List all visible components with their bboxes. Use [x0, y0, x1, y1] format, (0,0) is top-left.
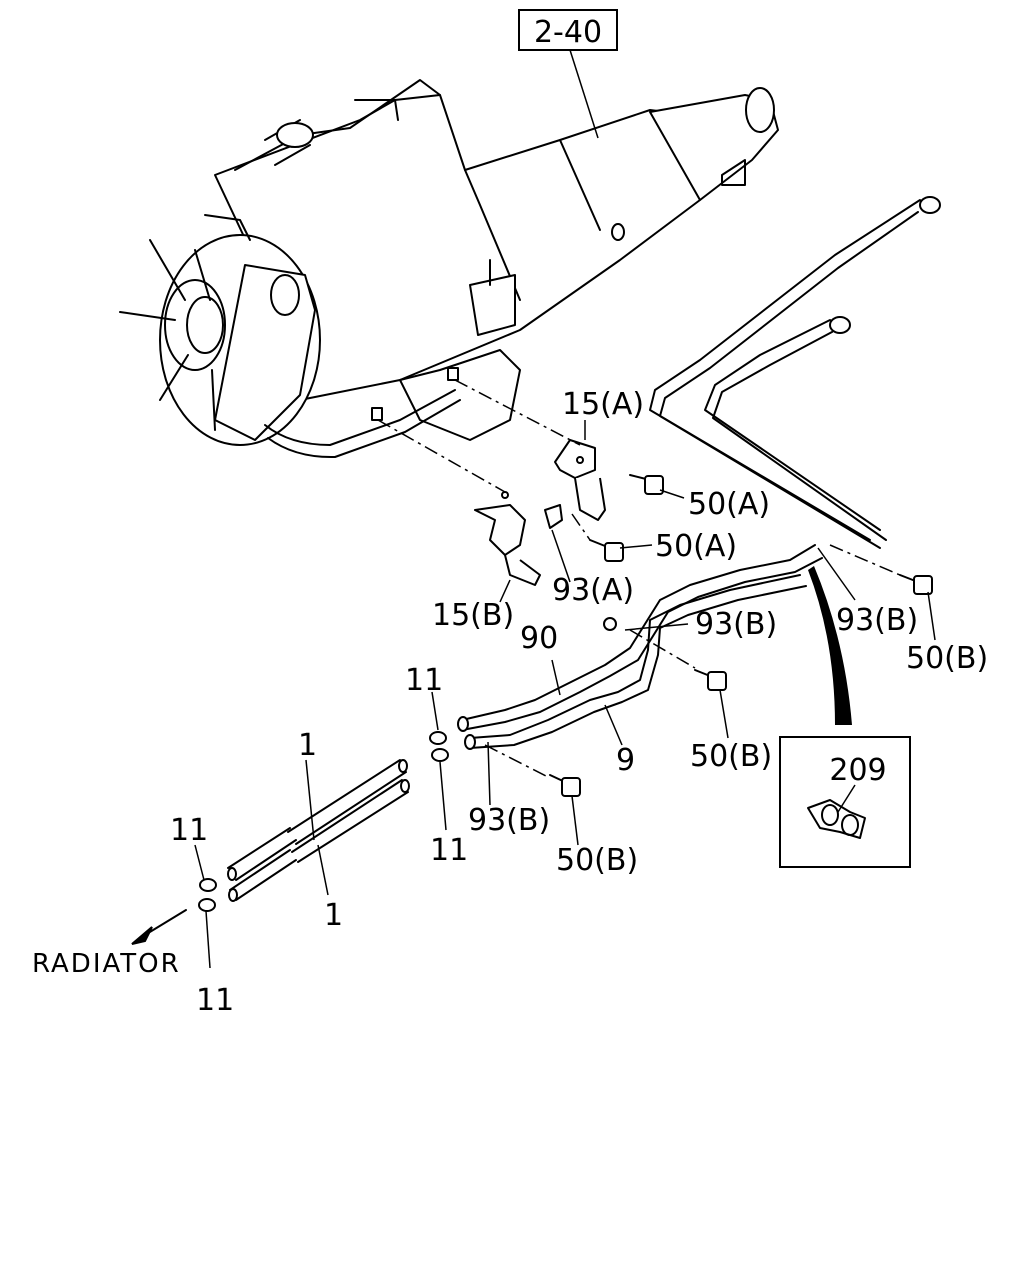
- callout-1-upper: 1: [298, 728, 317, 763]
- assembly-line-2: [377, 419, 506, 493]
- clip-93a: [544, 504, 563, 529]
- bracket-15a: [554, 439, 606, 521]
- bolt-50b-middle: [694, 669, 727, 691]
- callout-15b: 15(B): [432, 598, 514, 633]
- callout-93b-right: 93(B): [836, 603, 918, 638]
- reference-box-label: 2-40: [534, 15, 602, 50]
- bolt-50b-right: [899, 574, 933, 595]
- leader-lines: [194, 420, 936, 969]
- bolt-50b-lower: [549, 774, 581, 797]
- callout-11-upper-left: 11: [170, 813, 208, 848]
- callout-50a-lower: 50(A): [655, 529, 737, 564]
- assembly-line-3: [484, 744, 551, 779]
- assembly-line-6: [571, 513, 591, 541]
- callout-50a-upper: 50(A): [688, 487, 770, 522]
- detail-box-209[interactable]: 209: [779, 736, 911, 868]
- steel-cooler-lines: [649, 196, 941, 549]
- radiator-arrow: [131, 909, 187, 945]
- callout-50b-lower: 50(B): [556, 843, 638, 878]
- bolt-50a-lower: [589, 539, 624, 562]
- detail-box-label: 209: [829, 753, 886, 788]
- assembly-line-5: [829, 544, 901, 576]
- detail-pointer: [808, 566, 852, 725]
- callout-11-lower-left: 11: [196, 983, 234, 1018]
- bracket-15b: [474, 491, 541, 586]
- callout-15a: 15(A): [562, 387, 644, 422]
- leader-2-40: [569, 49, 599, 139]
- reference-box-2-40[interactable]: 2-40: [518, 9, 618, 51]
- hoses-1: [227, 759, 410, 902]
- callout-93b-middle: 93(B): [695, 607, 777, 642]
- assembly-line-1: [454, 379, 581, 446]
- callout-50b-right: 50(B): [906, 641, 988, 676]
- callout-90: 90: [520, 621, 558, 656]
- callout-93b-lower: 93(B): [468, 803, 550, 838]
- transmission-assembly: [119, 79, 779, 459]
- callout-11-upper-right: 11: [405, 663, 443, 698]
- radiator-label: RADIATOR: [32, 949, 181, 979]
- callout-9: 9: [616, 743, 635, 778]
- assembly-line-4: [629, 629, 696, 669]
- bolt-50a-upper: [629, 474, 664, 495]
- clamps-11: [198, 731, 449, 912]
- pipes-9-90: [457, 544, 823, 750]
- callout-93a: 93(A): [552, 573, 634, 608]
- callout-11-lower-right: 11: [430, 833, 468, 868]
- callout-labels: 15(A) 50(A) 50(A) 93(A) 15(B) 93(B) 93(B…: [170, 387, 988, 1018]
- fan: [119, 214, 321, 446]
- callout-1-lower: 1: [324, 898, 343, 933]
- callout-50b-middle: 50(B): [690, 739, 772, 774]
